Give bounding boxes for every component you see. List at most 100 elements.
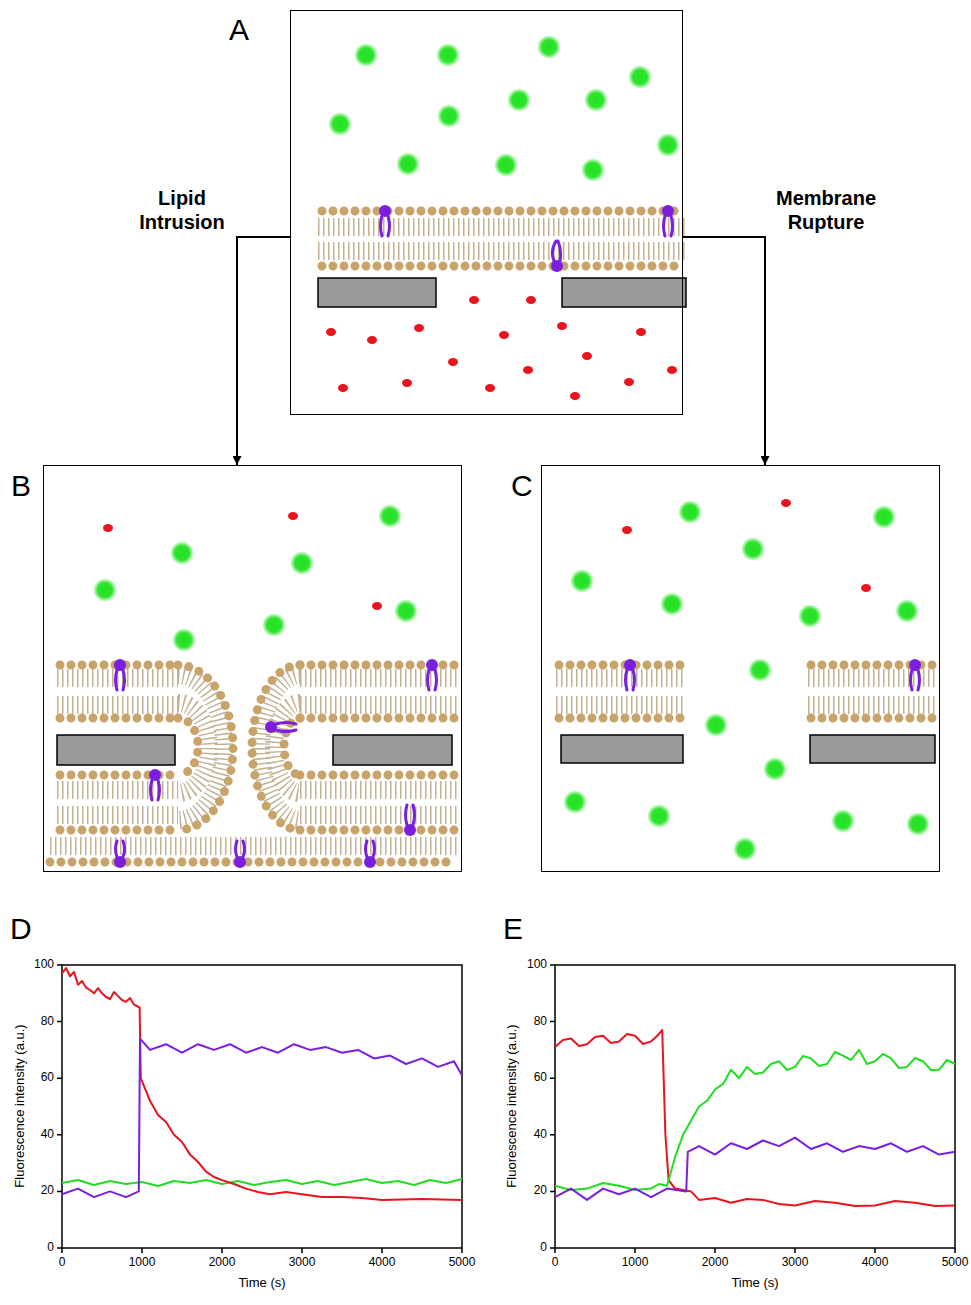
green-dye (570, 569, 594, 593)
green-dye (494, 153, 518, 177)
intruding-lipid (300, 714, 456, 723)
green-dye (895, 599, 919, 623)
labelled-lipid (551, 260, 563, 272)
lipid-bilayer (318, 242, 686, 260)
intruding-lipid (261, 675, 300, 820)
tick-label: 1000 (622, 1256, 649, 1269)
labelled-lipid (234, 856, 246, 868)
lipid-bilayer (556, 665, 936, 718)
labelled-lipid (116, 670, 125, 690)
tick-label: 5000 (942, 1256, 969, 1269)
labelled-lipid (404, 824, 416, 836)
green-dye (170, 541, 194, 565)
intruding-lipid (300, 771, 456, 780)
lipid-bilayer (556, 696, 683, 714)
tick-label: 100 (527, 958, 547, 971)
labelled-lipid (276, 723, 296, 732)
labelled-lipid (379, 205, 391, 217)
lipid-bilayer (808, 696, 936, 714)
trace (555, 1030, 955, 1206)
intruding-lipid (57, 696, 178, 714)
intruding-lipid (252, 665, 300, 830)
red-dye (582, 352, 592, 360)
red-dye (402, 379, 412, 387)
green-dye (537, 35, 561, 59)
intruding-lipid (274, 703, 300, 793)
labelled-lipid (426, 659, 438, 671)
labelled-lipid (379, 205, 674, 272)
green-dye (748, 658, 772, 682)
substrate (562, 278, 686, 307)
red-dye (326, 328, 336, 336)
arrow-label: Lipid Intrusion (132, 186, 232, 234)
red-dye (367, 336, 377, 344)
chart-axes (550, 965, 955, 1253)
panel-box: C (541, 465, 940, 872)
green-dye (763, 757, 787, 781)
labelled-lipid (406, 805, 415, 825)
labelled-lipid (114, 856, 126, 868)
green-dye (328, 112, 352, 136)
red-dye (622, 499, 871, 592)
green-dye (507, 88, 531, 112)
lipid-bilayer (322, 262, 684, 271)
tick-label: 100 (34, 958, 54, 971)
green-dye (656, 133, 680, 157)
green-dye (678, 500, 702, 524)
green-dye (394, 599, 418, 623)
lipid-bilayer (556, 669, 683, 687)
red-dye (557, 322, 567, 330)
red-dye (338, 384, 348, 392)
substrate (57, 735, 452, 765)
red-dye (636, 328, 646, 336)
tick-label: 3000 (289, 1256, 316, 1269)
trace (555, 1138, 955, 1200)
tick-label: 0 (540, 1241, 547, 1254)
intruding-lipid (300, 781, 458, 799)
green-dye (704, 713, 728, 737)
labelled-lipid (381, 216, 390, 236)
green-dye (396, 152, 420, 176)
chart-axes (62, 965, 462, 1248)
green-dye (581, 158, 605, 182)
chart-axes (555, 965, 955, 1248)
panel-letter: D (10, 912, 32, 945)
intruding-lipid (60, 714, 178, 723)
labelled-lipid (428, 670, 437, 690)
substrate (318, 278, 436, 307)
labelled-lipid (662, 205, 674, 217)
labelled-lipid (114, 659, 126, 671)
flow-arrow (683, 237, 765, 465)
green-dye (628, 65, 652, 89)
lipid-bilayer (318, 211, 686, 266)
labelled-lipid (626, 670, 635, 690)
labelled-lipid (909, 659, 921, 671)
intruding-lipid (57, 781, 178, 799)
green-dye (741, 537, 765, 561)
lipid-bilayer (318, 218, 686, 236)
intruding-lipid (284, 718, 300, 775)
intruding-lipid (57, 806, 178, 824)
green-dye (660, 592, 684, 616)
red-dye (103, 524, 113, 532)
green-dye (172, 628, 196, 652)
green-dye (93, 504, 418, 652)
tick-label: 3000 (782, 1256, 809, 1269)
green-dye (798, 604, 822, 628)
lipid-bilayer (811, 714, 933, 723)
tick-label: 80 (41, 1015, 54, 1028)
substrate (333, 735, 452, 765)
axis-title: Fluorescence intensity (a.u.) (505, 1024, 519, 1187)
red-dye (570, 392, 580, 400)
green-dye (831, 809, 855, 833)
trace (555, 1030, 955, 1206)
red-dye (624, 378, 634, 386)
tick-label: 60 (534, 1072, 547, 1085)
tick-label: 0 (552, 1256, 559, 1269)
red-dye (485, 384, 495, 392)
intruding-lipid (300, 806, 458, 824)
substrate (57, 735, 175, 765)
intruding-lipid (50, 858, 456, 867)
green-dye (290, 551, 314, 575)
green-dye (563, 500, 930, 861)
